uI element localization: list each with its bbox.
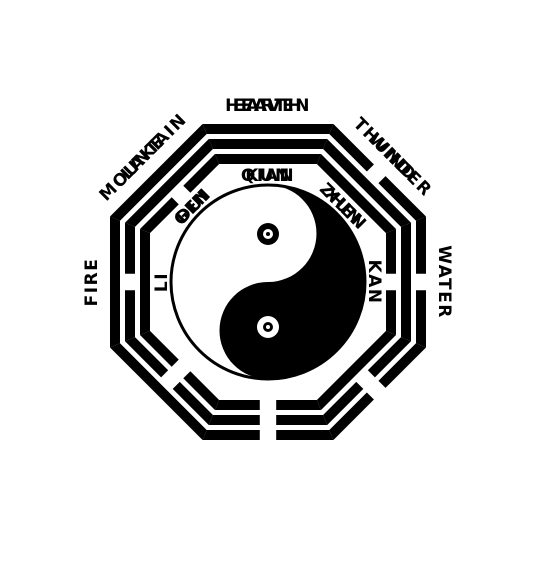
trigram-li-element: FIRE: [82, 258, 102, 307]
trigram-qian-line-2-solid: [208, 139, 328, 149]
trigram-kun: KUN EARTH: [202, 96, 334, 440]
trigram-qian-line-1-solid: [214, 154, 322, 164]
trigram-kan-line-3-right: [416, 290, 426, 348]
trigram-gen-line-3-left: [378, 343, 426, 388]
trigram-li-name: LI: [152, 272, 172, 292]
trigram-xun-line-3-right: [378, 176, 426, 221]
trigram-li-line-3-solid: [110, 216, 120, 348]
trigram-qian-element: HEAVEN: [225, 96, 311, 116]
trigram-kun-line-2-right: [208, 415, 260, 425]
trigram-zhen-line-2-right: [124, 337, 169, 378]
trigram-gen-line-1-solid: [316, 330, 397, 411]
yang-dot-core: [266, 325, 270, 329]
trigram-dui-line-3-solid: [110, 124, 207, 221]
trigram-kun-element: EARTH: [233, 96, 303, 116]
trigram-dui-line-2-solid: [124, 138, 213, 227]
yin-dot-core: [266, 232, 270, 236]
trigram-qian: QIAN HEAVEN: [202, 96, 334, 186]
trigram-kun-line-1-left: [276, 400, 322, 410]
trigram-kun-line-1-right: [214, 400, 260, 410]
trigram-kan-line-3-left: [416, 216, 426, 274]
trigram-kun-line-3-left: [276, 430, 334, 440]
trigram-zhen-line-3-solid: [110, 343, 207, 440]
trigram-gen-line-2-left: [367, 337, 412, 378]
trigram-li: LI FIRE: [82, 216, 172, 348]
trigram-kan-name: KAN: [364, 259, 384, 304]
trigram-kun-line-2-left: [276, 415, 328, 425]
trigram-xun-line-3-left: [329, 124, 374, 172]
trigram-dui-line-1-left: [139, 197, 179, 234]
trigram-gen-line-2-right: [323, 381, 364, 426]
trigram-kan: KAN WATER: [364, 216, 454, 348]
trigram-kan-element: WATER: [434, 245, 454, 319]
trigram-kan-line-1-left: [386, 228, 396, 274]
trigram-li-line-2-left: [125, 290, 135, 342]
trigram-zhen-line-2-left: [172, 381, 213, 426]
trigram-zhen-line-1-left: [183, 371, 220, 411]
yin-half: [219, 185, 365, 379]
trigram-qian-name: QIAN: [241, 166, 295, 186]
yin-yang-icon: [169, 183, 367, 381]
trigram-xun-line-2-solid: [323, 138, 412, 227]
trigram-zhen-line-1-right: [139, 330, 179, 367]
trigram-qian-line-3-solid: [202, 124, 334, 134]
trigram-kun-line-3-right: [202, 430, 260, 440]
trigram-dui-line-1-right: [183, 153, 220, 193]
trigram-kun-name: KUN: [245, 166, 290, 186]
trigram-xun-line-1-solid: [316, 153, 397, 234]
trigram-li-line-2-right: [125, 222, 135, 274]
trigram-kan-line-1-right: [386, 290, 396, 336]
trigram-li-line-1-solid: [140, 228, 150, 336]
trigram-kan-line-2-solid: [401, 222, 411, 342]
trigram-gen-line-3-right: [329, 392, 374, 440]
